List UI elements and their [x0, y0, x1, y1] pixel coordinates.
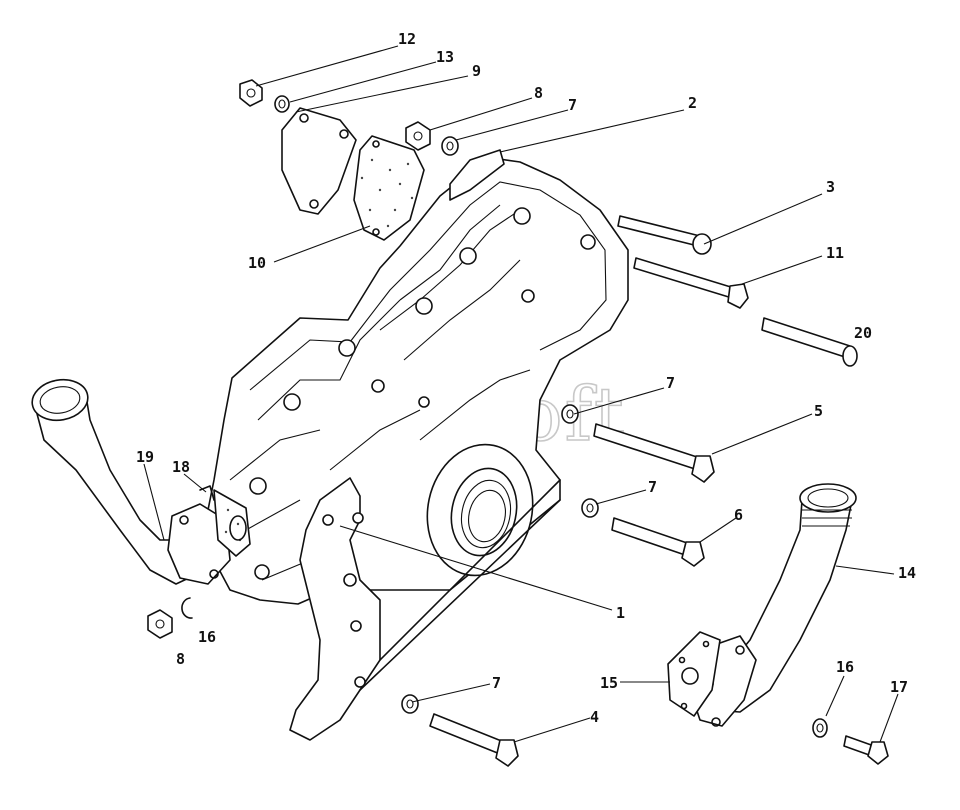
- callout-10: 10: [248, 254, 266, 272]
- callout-14: 14: [898, 564, 916, 582]
- washer-7-bottom: [401, 694, 419, 714]
- callout-15: 15: [600, 674, 618, 692]
- stud-20: [761, 317, 858, 367]
- coolant-pipe-19: [31, 378, 251, 585]
- pipe-gasket-15: [667, 631, 721, 717]
- callout-16-right: 16: [836, 658, 854, 676]
- callout-17: 17: [890, 678, 908, 696]
- cover-plate: [281, 107, 357, 215]
- washer-16-right: [812, 718, 828, 738]
- cover-gasket: [353, 135, 425, 241]
- washer-7-mid: [561, 404, 579, 424]
- callout-12: 12: [398, 30, 416, 48]
- callout-18: 18: [172, 458, 190, 476]
- hex-nut-12: [239, 79, 263, 107]
- washer-16-left: [181, 597, 193, 619]
- bolt-4: [429, 713, 519, 767]
- hex-nut-8-top: [405, 121, 431, 151]
- bolt-3: [617, 215, 712, 255]
- callout-19: 19: [136, 448, 154, 466]
- callout-13: 13: [436, 48, 454, 66]
- callout-11: 11: [826, 244, 844, 262]
- callout-20: 20: [854, 324, 872, 342]
- bolt-5: [593, 423, 715, 483]
- callout-7-mid: 7: [666, 374, 675, 392]
- callout-8-left: 8: [176, 650, 185, 668]
- bolt-11: [633, 257, 749, 309]
- callout-2: 2: [688, 94, 697, 112]
- timing-cover-housing: [205, 157, 629, 741]
- callout-1: 1: [616, 604, 625, 622]
- coolant-pipe-14: [689, 483, 857, 727]
- callout-7-top: 7: [568, 96, 577, 114]
- bolt-6: [611, 517, 705, 567]
- callout-labels: 12 13 9 8 7 2 3 11 10 20 7 5 19 18 7 6 1…: [136, 30, 916, 726]
- leader-lines: [143, 45, 899, 743]
- callout-16-left: 16: [198, 628, 216, 646]
- washer-7-lower: [581, 498, 599, 518]
- callout-4: 4: [590, 708, 599, 726]
- hex-nut-8-left: [147, 609, 173, 639]
- washer-13: [274, 95, 290, 113]
- washer-7-top: [441, 136, 459, 156]
- callout-8-top: 8: [534, 84, 543, 102]
- callout-7-bottom: 7: [492, 674, 501, 692]
- bolt-17: [843, 735, 889, 765]
- callout-7-lower: 7: [648, 478, 657, 496]
- callout-6: 6: [734, 506, 743, 524]
- callout-3: 3: [826, 178, 835, 196]
- callout-9: 9: [472, 62, 481, 80]
- callout-5: 5: [814, 402, 823, 420]
- gasket-2: [449, 149, 505, 201]
